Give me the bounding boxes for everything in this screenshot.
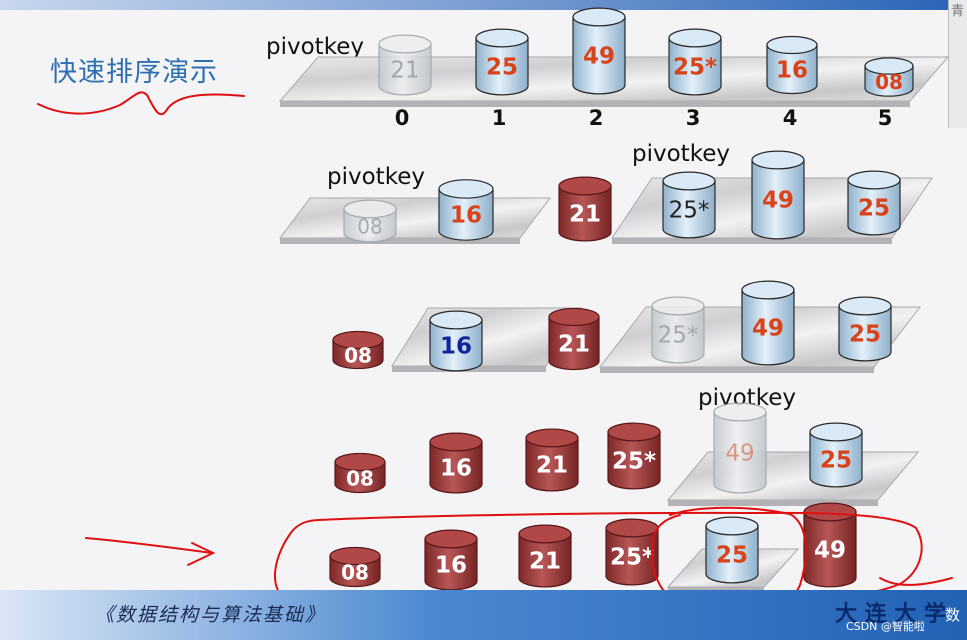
slide-title: 快速排序演示 xyxy=(50,57,218,88)
index-label: 5 xyxy=(877,106,893,130)
watermark: CSDN @智能啦 xyxy=(846,620,925,633)
cylinder-25*: 25* xyxy=(662,171,716,239)
platform-edge xyxy=(612,238,892,244)
platform-edge xyxy=(600,367,874,373)
cylinder-value: 21 xyxy=(529,548,561,574)
marble-platform xyxy=(666,451,920,501)
cylinder-21: 21 xyxy=(548,307,600,371)
cylinder-value: 49 xyxy=(583,43,615,69)
cylinder-value: 16 xyxy=(440,333,472,359)
right-edge-panel xyxy=(948,0,967,128)
cylinder-value: 08 xyxy=(875,70,903,94)
right-edge-glyph: 青 xyxy=(951,4,965,19)
cylinder-49: 49 xyxy=(741,280,795,366)
cylinder-value: 49 xyxy=(814,537,846,563)
cylinder-25: 25 xyxy=(847,170,901,236)
cylinder-value: 08 xyxy=(357,214,382,238)
cylinder-21: 21 xyxy=(518,524,572,588)
red-annotation-stroke xyxy=(879,577,953,586)
pivotkey-label-step2-right: pivotkey xyxy=(632,141,730,167)
cylinder-21: 21 xyxy=(378,34,432,96)
cylinder-value: 21 xyxy=(536,452,568,478)
red-annotation-stroke xyxy=(85,537,213,554)
top-title-bar xyxy=(0,0,967,10)
platform-edge xyxy=(280,101,910,107)
cylinder-value: 16 xyxy=(435,552,467,578)
pivotkey-label-step2-left: pivotkey xyxy=(327,164,425,190)
cylinder-value: 49 xyxy=(762,187,794,213)
cylinder-08: 08 xyxy=(343,199,397,243)
red-annotation-stroke xyxy=(37,91,245,115)
cylinder-value: 49 xyxy=(725,440,754,466)
cylinder-16: 16 xyxy=(766,35,818,95)
cylinder-16: 16 xyxy=(429,310,483,372)
cylinder-value: 21 xyxy=(569,201,601,227)
cylinder-16: 16 xyxy=(424,529,478,591)
cylinder-25: 25 xyxy=(475,28,529,96)
footer-course-title: 《数据结构与算法基础》 xyxy=(95,604,327,626)
cylinder-value: 25* xyxy=(669,197,710,223)
cylinder-value: 08 xyxy=(344,343,372,367)
cylinder-08: 08 xyxy=(334,452,386,494)
cylinder-value: 16 xyxy=(450,203,482,229)
cylinder-value: 25* xyxy=(610,544,654,570)
cylinder-value: 16 xyxy=(776,57,808,83)
index-label: 2 xyxy=(588,106,604,130)
cylinder-value: 16 xyxy=(440,455,472,481)
marble-platform xyxy=(279,197,551,239)
cylinder-21: 21 xyxy=(558,176,612,242)
cylinder-value: 25 xyxy=(858,195,890,221)
cylinder-value: 21 xyxy=(390,57,419,83)
cylinder-25: 25 xyxy=(838,296,892,362)
cylinder-08: 08 xyxy=(332,330,384,370)
red-annotation-stroke xyxy=(187,542,216,566)
index-label: 4 xyxy=(782,106,798,130)
cylinder-value: 08 xyxy=(346,466,374,490)
cylinder-16: 16 xyxy=(438,179,494,241)
cylinder-value: 25 xyxy=(716,542,748,568)
index-label: 0 xyxy=(394,106,410,130)
cylinder-value: 25 xyxy=(820,447,852,473)
cylinder-49: 49 xyxy=(713,402,767,494)
cylinder-value: 25* xyxy=(612,448,656,474)
cylinder-value: 25* xyxy=(673,54,717,80)
cylinder-25: 25 xyxy=(809,422,863,488)
cylinder-value: 08 xyxy=(341,560,369,584)
university-logo: 大 连 大 学 xyxy=(835,601,946,627)
cylinder-value: 49 xyxy=(752,315,784,341)
cylinder-value: 25 xyxy=(849,321,881,347)
cylinder-08: 08 xyxy=(329,546,381,588)
cylinder-25: 25 xyxy=(705,516,759,584)
cylinder-25*: 25* xyxy=(607,422,661,490)
cylinder-49: 49 xyxy=(803,502,857,588)
pivotkey-label-step1: pivotkey xyxy=(266,34,364,60)
footer-right-text: 数 xyxy=(945,606,961,624)
cylinder-16: 16 xyxy=(429,432,483,494)
footer-bar xyxy=(0,590,967,640)
index-label: 1 xyxy=(491,106,507,130)
cylinder-08: 08 xyxy=(864,57,914,97)
cylinder-49: 49 xyxy=(751,150,805,240)
cylinder-21: 21 xyxy=(525,428,579,492)
cylinder-25*: 25* xyxy=(668,28,722,96)
cylinder-value: 25 xyxy=(486,54,518,80)
cylinder-25*: 25* xyxy=(605,518,659,586)
cylinder-value: 21 xyxy=(558,331,590,357)
platform-edge xyxy=(280,238,520,244)
cylinder-value: 25* xyxy=(658,322,699,348)
cylinder-25*: 25* xyxy=(651,296,705,364)
index-label: 3 xyxy=(685,106,701,130)
cylinder-49: 49 xyxy=(572,7,626,95)
